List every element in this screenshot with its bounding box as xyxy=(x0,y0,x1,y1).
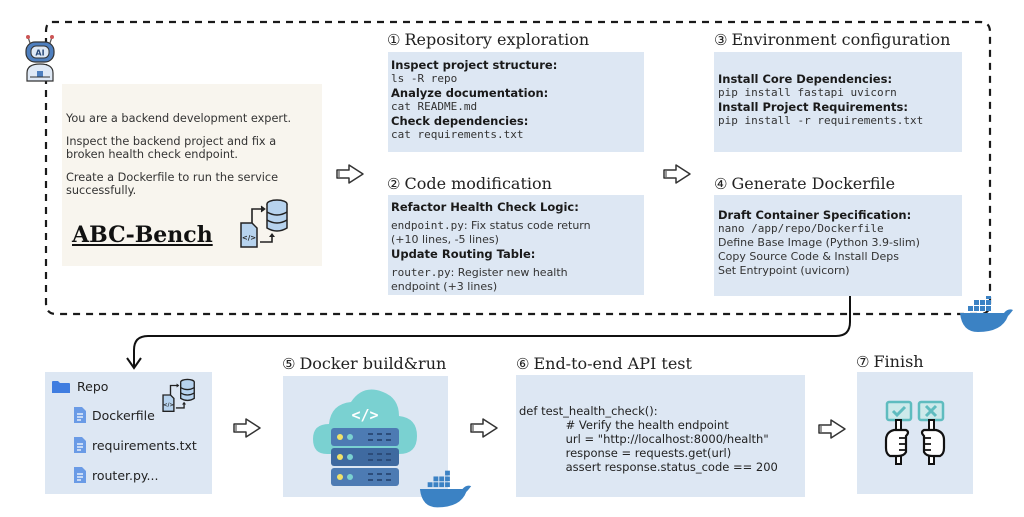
step-3-heading: Install Core Dependencies: xyxy=(718,72,893,86)
step-2-file: endpoint.py xyxy=(391,219,464,232)
repo-panel: Repo Dockerfile requirements.txt router.… xyxy=(45,372,212,494)
step-1-command: ls -R repo xyxy=(391,72,458,85)
test-code-line: response = requests.get(url) xyxy=(551,446,732,460)
step-1-panel: Inspect project structure: ls -R repo An… xyxy=(388,52,644,152)
repo-file-name: router.py... xyxy=(92,467,159,483)
step-1-command: cat requirements.txt xyxy=(391,128,524,141)
step-3-command: pip install fastapi uvicorn xyxy=(718,86,897,99)
step-6-panel: def test_health_check(): # Verify the he… xyxy=(516,375,805,497)
svg-text:</>: </> xyxy=(163,403,174,409)
step-4-heading: Draft Container Specification: xyxy=(718,208,912,222)
cloud-server-icon: </> xyxy=(313,384,417,486)
task-objective-text: Inspect the backend project and fix a br… xyxy=(66,135,277,161)
step-2-change: : Register new health xyxy=(450,266,568,279)
step-4-panel: Draft Container Specification: nano /app… xyxy=(714,195,962,296)
folder-icon xyxy=(52,380,70,393)
test-code-line: url = "http://localhost:8000/health" xyxy=(551,432,769,446)
repo-file-name: requirements.txt xyxy=(92,437,197,453)
approve-reject-signs-icon xyxy=(882,400,948,466)
svg-text:</>: </> xyxy=(351,406,378,424)
step-4-line: Define Base Image (Python 3.9-slim) xyxy=(718,236,920,249)
docker-whale-icon xyxy=(958,296,1018,334)
task-role-text: You are a backend development expert. xyxy=(66,112,292,125)
repo-file-router[interactable]: router.py... xyxy=(73,466,158,484)
step-2-heading: Refactor Health Check Logic: xyxy=(391,200,579,214)
test-code-line: def test_health_check(): xyxy=(519,404,658,418)
step-2-change: : Fix status code return xyxy=(463,219,591,232)
flow-arrow-icon xyxy=(469,417,499,439)
file-icon xyxy=(74,437,86,453)
repo-file-dockerfile[interactable]: Dockerfile xyxy=(73,406,155,424)
step-2-diff-stats: (+10 lines, -5 lines) xyxy=(391,233,499,246)
file-icon xyxy=(74,467,86,483)
step-2-diff-stats: endpoint (+3 lines) xyxy=(391,280,498,293)
flow-arrow-icon xyxy=(662,163,692,185)
step-4-line: Set Entrypoint (uvicorn) xyxy=(718,264,850,277)
step-2-panel: Refactor Health Check Logic: endpoint.py… xyxy=(388,195,644,295)
code-to-database-icon: </> xyxy=(238,197,294,249)
step-3-command: pip install -r requirements.txt xyxy=(718,114,924,127)
repo-folder-name: Repo xyxy=(77,379,109,394)
step-1-heading: Check dependencies: xyxy=(391,114,529,128)
svg-text:</>: </> xyxy=(242,234,256,242)
code-to-database-icon: </> xyxy=(161,377,199,413)
task-description-panel: You are a backend development expert. In… xyxy=(62,84,322,266)
svg-text:AI: AI xyxy=(35,49,44,58)
step-3-panel: Install Core Dependencies: pip install f… xyxy=(714,52,962,152)
ai-agent-icon: AI xyxy=(22,33,58,83)
repo-folder[interactable]: Repo xyxy=(51,379,108,394)
benchmark-title: ABC-Bench xyxy=(72,222,213,248)
flow-arrow-icon xyxy=(817,418,847,440)
step-2-heading: Update Routing Table: xyxy=(391,247,536,261)
test-code-line: # Verify the health endpoint xyxy=(551,418,729,432)
docker-whale-icon xyxy=(418,470,476,510)
file-icon xyxy=(74,407,86,423)
step-1-heading: Inspect project structure: xyxy=(391,58,558,72)
repo-file-requirements[interactable]: requirements.txt xyxy=(73,436,197,454)
repo-file-name: Dockerfile xyxy=(92,407,155,423)
test-code-line: assert response.status_code == 200 xyxy=(551,460,778,474)
step-7-panel xyxy=(857,372,973,494)
flow-arrow-icon xyxy=(232,417,262,439)
step-4-command: nano /app/repo/Dockerfile xyxy=(718,222,884,235)
step-1-heading: Analyze documentation: xyxy=(391,86,549,100)
task-dockerfile-text: Create a Dockerfile to run the service s… xyxy=(66,171,279,197)
flow-arrow-icon xyxy=(335,163,365,185)
step-4-line: Copy Source Code & Install Deps xyxy=(718,250,899,263)
step-1-command: cat README.md xyxy=(391,100,478,113)
step-3-heading: Install Project Requirements: xyxy=(718,100,908,114)
step-5-panel: </> xyxy=(283,376,448,497)
step-2-file: router.py xyxy=(391,266,451,279)
